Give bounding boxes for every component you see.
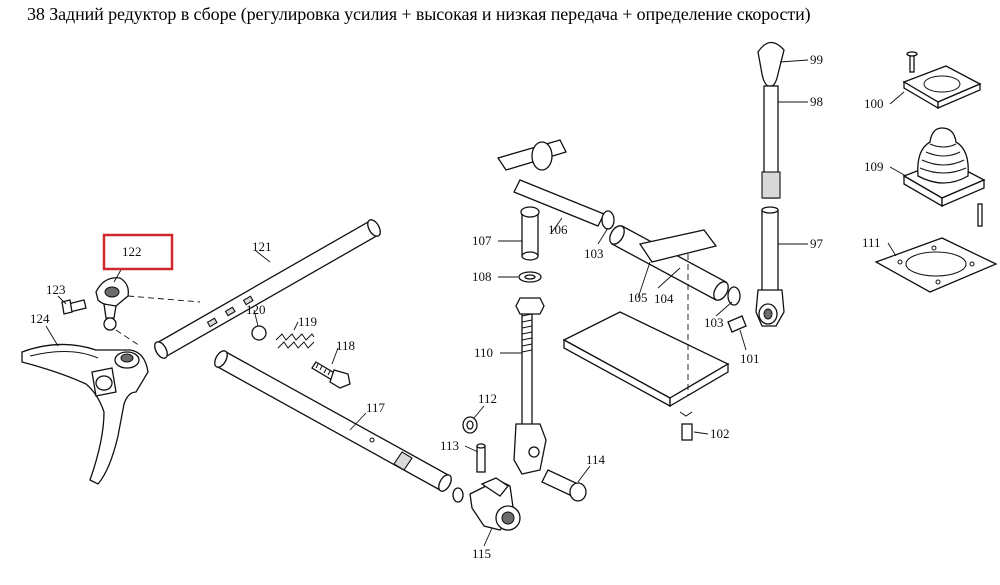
label-110: 110 [474, 345, 493, 360]
pin-113 [476, 443, 486, 473]
shaft-117 [214, 350, 452, 492]
label-123: 123 [46, 282, 66, 297]
bolt-118 [311, 361, 351, 389]
label-103a: 103 [584, 246, 604, 261]
label-120: 120 [246, 302, 266, 317]
pin-114 [541, 469, 587, 502]
spring-119 [275, 333, 315, 349]
lever-122 [95, 277, 129, 331]
screw-102 [679, 411, 693, 441]
rod-97 [755, 206, 785, 327]
washer-103b [727, 286, 741, 306]
label-122: 122 [122, 244, 142, 259]
label-117: 117 [366, 400, 386, 415]
label-105: 105 [628, 290, 648, 305]
label-106: 106 [548, 222, 568, 237]
pin-101 [727, 315, 747, 333]
label-111: 111 [862, 235, 881, 250]
plate-100 [902, 51, 982, 110]
label-104: 104 [654, 291, 674, 306]
washer-108 [518, 271, 542, 283]
boot-109 [902, 127, 986, 208]
label-99: 99 [810, 52, 823, 67]
pin-107 [520, 206, 540, 261]
label-101: 101 [740, 351, 760, 366]
washer-103a [601, 210, 615, 230]
label-107: 107 [472, 233, 492, 248]
label-112: 112 [478, 391, 497, 406]
yoke-106 [496, 139, 605, 227]
bolt-123 [61, 299, 87, 315]
ball-120 [251, 325, 267, 341]
label-119: 119 [298, 314, 317, 329]
threaded-rod-110 [513, 305, 547, 475]
label-121: 121 [252, 239, 272, 254]
leader-lines [45, 59, 907, 547]
label-124: 124 [30, 311, 50, 326]
label-109: 109 [864, 159, 884, 174]
washer-near-115 [452, 487, 464, 503]
label-115: 115 [472, 546, 491, 561]
label-103b: 103 [704, 315, 724, 330]
label-97: 97 [810, 236, 824, 251]
diagram-title: 38 Задний редуктор в сборе (регулировка … [27, 4, 811, 24]
knob-99 [757, 41, 785, 87]
washer-112 [462, 416, 478, 434]
nut [515, 297, 545, 315]
label-98: 98 [810, 94, 823, 109]
shift-fork-124 [21, 343, 149, 485]
label-113: 113 [440, 438, 459, 453]
part-labels: 99 98 97 100 109 111 101 102 103 104 105… [30, 52, 884, 561]
rod-98 [761, 85, 781, 199]
gasket-111 [874, 203, 998, 293]
plate-104 [562, 229, 730, 408]
shaft-121 [153, 219, 382, 359]
highlight-box-122 [102, 233, 174, 271]
label-102: 102 [710, 426, 730, 441]
label-108: 108 [472, 269, 492, 284]
label-118: 118 [336, 338, 355, 353]
label-114: 114 [586, 452, 606, 467]
block-115 [469, 477, 521, 531]
label-100: 100 [864, 96, 884, 111]
